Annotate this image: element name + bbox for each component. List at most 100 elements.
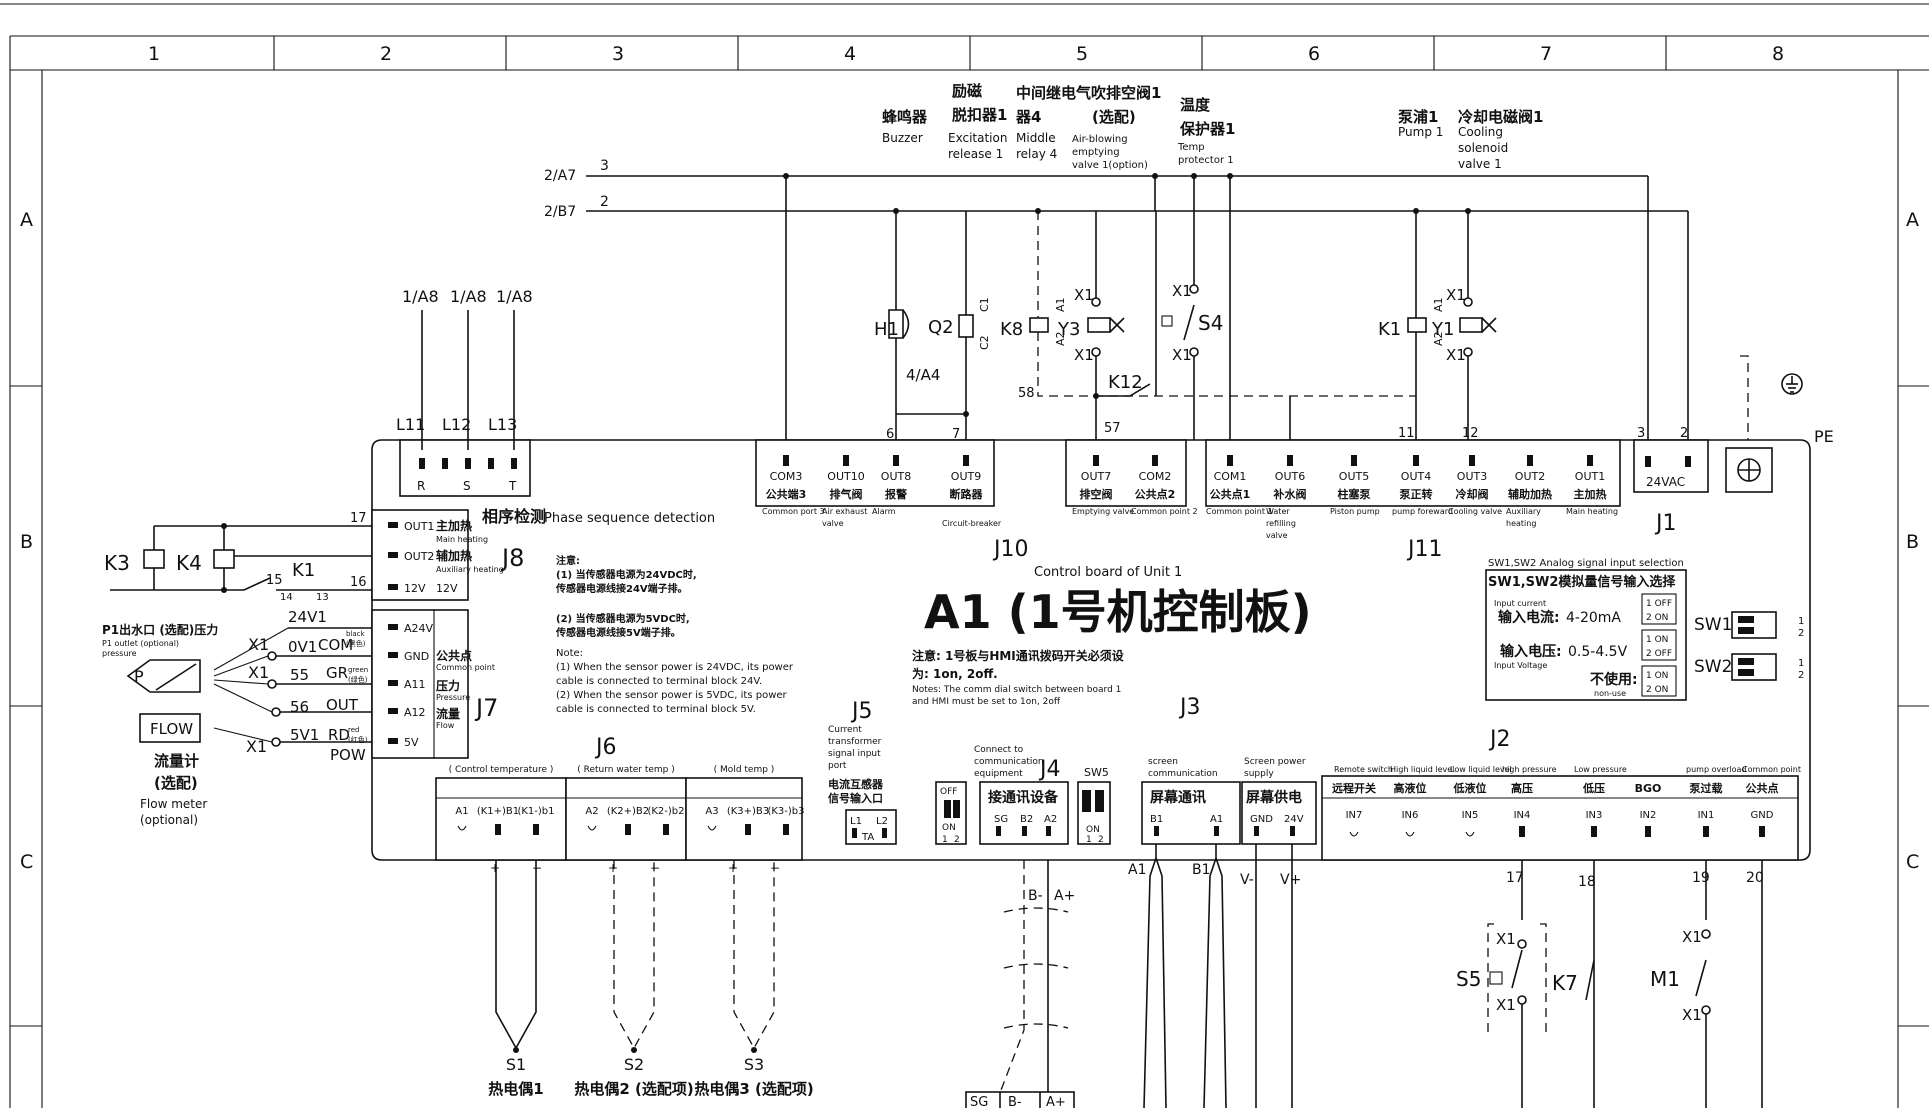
p1-en2: pressure: [102, 649, 137, 658]
node-58: 58: [1018, 386, 1035, 401]
s4-x1-top: X1: [1172, 282, 1192, 300]
out-terminal-en: Common port 3: [762, 507, 825, 516]
node-17: 17: [350, 511, 367, 526]
cooling-en3: valve 1: [1458, 157, 1502, 171]
buzzer-en: Buzzer: [882, 131, 923, 145]
j2-pin: [1645, 826, 1651, 837]
j3-wire-a1: A1: [1128, 862, 1146, 878]
temp-en2: protector 1: [1178, 155, 1234, 166]
j8-label: J8: [500, 544, 524, 572]
comm-note-en2: and HMI must be set to 1on, 2off: [912, 697, 1061, 707]
out-terminal-en: Circuit-breaker: [942, 519, 1002, 528]
sw-volt-val: 0.5-4.5V: [1568, 644, 1628, 660]
flow-zh2: (选配): [154, 774, 198, 792]
ref-a4: 4/A4: [906, 366, 940, 384]
m1-x1-top: X1: [1682, 928, 1702, 946]
out-terminal-code: OUT10: [827, 470, 864, 483]
sw-cur-en: Input current: [1494, 599, 1546, 608]
j6-block: [685, 777, 803, 861]
j5-en4: port: [828, 761, 847, 771]
t-rd: RD: [328, 726, 350, 744]
out-terminal-en: Auxiliary: [1506, 507, 1541, 516]
note-en-l2: cable is connected to terminal block 24V…: [556, 676, 762, 687]
out-terminal-zh: 辅助加热: [1508, 487, 1552, 501]
j1-label: J1: [1654, 511, 1677, 536]
out-terminal-code: OUT4: [1401, 470, 1431, 483]
w-24v1: 24V1: [288, 608, 327, 626]
j6-block: [435, 777, 567, 861]
out-terminal-pin: [1351, 455, 1357, 466]
j2-en: Remote switch: [1334, 765, 1393, 774]
note-zh-l3: (2) 当传感器电源为5VDC时,: [556, 612, 690, 625]
j2-en: Low liquid level: [1450, 765, 1512, 774]
pump-en: Pump 1: [1398, 125, 1443, 139]
sw-cur-val: 4-20mA: [1566, 610, 1621, 626]
j8-pin-12v: 12V: [404, 582, 426, 595]
j2-pin-label: GND: [1751, 810, 1774, 821]
j6-pin: [783, 824, 789, 835]
out-terminal-zh: 主加热: [1574, 487, 1607, 501]
sw-cur-set2: 2 ON: [1646, 613, 1668, 623]
l11: L11: [396, 415, 425, 434]
out-terminal-pin: [1587, 455, 1593, 466]
dip-off: OFF: [940, 787, 957, 797]
row-b-left: B: [20, 531, 33, 553]
comm-note-zh2: 为: 1on, 2off.: [912, 666, 998, 681]
sw-none-set1: 1 ON: [1646, 671, 1668, 681]
j8-main-zh: 主加热: [436, 518, 472, 533]
t-out: OUT: [326, 696, 359, 714]
j2-zh: 高液位: [1394, 781, 1427, 795]
m1-x1-bot: X1: [1682, 1006, 1702, 1024]
j7-pressure-zh: 压力: [436, 678, 460, 693]
w-55: 55: [290, 666, 309, 684]
j4-bot-b: B-: [1008, 1095, 1022, 1108]
out-terminal-pin: [893, 455, 899, 466]
node-13: 13: [316, 592, 329, 603]
tc-junction: [513, 1047, 519, 1053]
relay-en4: emptying: [1072, 147, 1120, 158]
j2-zh: 低压: [1582, 781, 1605, 795]
node-3: 3: [1637, 426, 1645, 441]
j6-pin-label: (K2+)B2: [607, 806, 649, 817]
j5-l1: L1: [850, 816, 862, 827]
sw-volt-set2: 2 OFF: [1646, 649, 1672, 659]
j8-main-en: Main heating: [436, 535, 488, 544]
j6-pin-label: (K3-)b3: [767, 806, 804, 817]
j2-en: Low pressure: [1574, 765, 1627, 774]
node-57: 57: [1104, 421, 1121, 436]
node-12: 12: [1462, 426, 1479, 441]
j6-pin-label: A1: [455, 806, 468, 817]
dip-n1: 1: [942, 835, 948, 845]
out-terminal-code: OUT3: [1457, 470, 1487, 483]
j3-wire-b1: B1: [1192, 862, 1211, 878]
cooling-zh: 冷却电磁阀1: [1458, 108, 1543, 126]
j3a-a1: A1: [1210, 814, 1223, 825]
line-b-ref: 2/B7: [544, 204, 576, 220]
out-terminal-code: OUT8: [881, 470, 911, 483]
col-2: 2: [380, 43, 392, 65]
j6-group-en: ( Mold temp ): [714, 765, 775, 775]
pump-zh: 泵浦1: [1398, 108, 1438, 126]
top-device-labels: 蜂鸣器 Buzzer 励磁 脱扣器1 Excitation release 1 …: [882, 82, 1543, 171]
col-5: 5: [1076, 43, 1088, 65]
note-zh-l2: 传感器电源线接24V端子排。: [555, 582, 688, 595]
j5-en3: signal input: [828, 749, 881, 759]
rst-pins: [419, 458, 517, 469]
k1-a2: A2: [1432, 331, 1445, 346]
sw-volt-zh: 输入电压:: [1500, 643, 1562, 660]
t-pow: POW: [330, 746, 366, 764]
j4-wire-b: B-: [1028, 888, 1043, 904]
out-terminal-block: [1065, 439, 1187, 507]
in-19: 19: [1692, 870, 1710, 886]
y3-x1-bot: X1: [1074, 346, 1094, 364]
j4-wire-a: A+: [1054, 888, 1075, 904]
ref-a8-1: 1/A8: [402, 287, 439, 306]
relay-en3: Air-blowing: [1072, 134, 1128, 145]
j3b-en: Screen power: [1244, 757, 1306, 767]
j2-zh: 低液位: [1453, 781, 1487, 795]
j4-en: Connect to: [974, 745, 1024, 755]
flow-zh: 流量计: [154, 752, 199, 770]
q2-c1: C1: [978, 297, 991, 312]
out-terminal-en: Piston pump: [1330, 507, 1380, 516]
